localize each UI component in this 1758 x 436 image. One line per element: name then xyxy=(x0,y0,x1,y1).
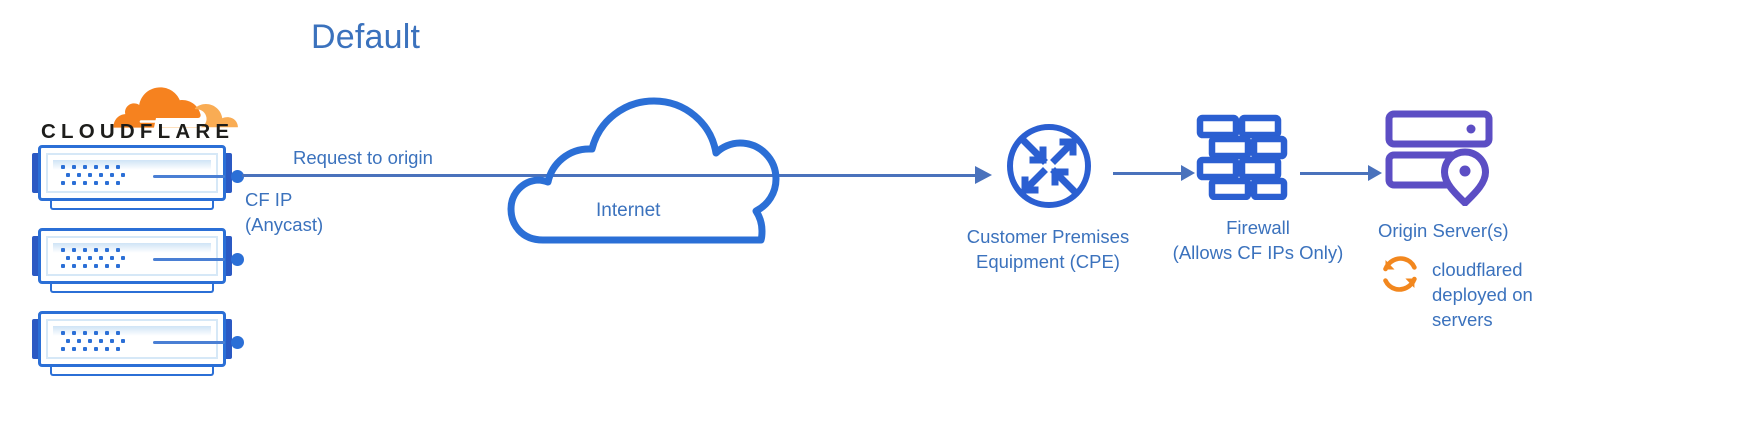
circular-arrows-sync-icon xyxy=(1383,256,1417,292)
cloud-icon xyxy=(507,97,780,244)
label-cf-ip-anycast: CF IP (Anycast) xyxy=(245,187,323,237)
arrow-right-icon xyxy=(975,166,992,184)
brick-wall-firewall-icon xyxy=(1196,114,1288,201)
label-cloudflared-line1: cloudflared xyxy=(1432,259,1523,280)
server-shade xyxy=(53,243,211,253)
server-led xyxy=(231,170,244,183)
rack-server-1 xyxy=(32,145,244,213)
origin-server-icon xyxy=(1385,110,1495,207)
arrow-right-icon xyxy=(1181,165,1195,181)
label-cf-ip-line2: (Anycast) xyxy=(245,214,324,235)
arrow-firewall-to-origin-line xyxy=(1300,172,1372,175)
label-cpe: Customer Premises Equipment (CPE) xyxy=(948,224,1148,274)
cloudflare-logo: CLOUDFLARE · xyxy=(38,84,238,146)
firewall-icon xyxy=(1196,114,1288,201)
server-base xyxy=(50,365,214,376)
request-path-line xyxy=(242,174,987,177)
label-cloudflared-line2: deployed on xyxy=(1432,284,1533,305)
server-shade xyxy=(53,160,211,170)
server-base xyxy=(50,199,214,210)
label-cpe-line1: Customer Premises xyxy=(966,226,1130,247)
label-internet: Internet xyxy=(596,200,661,221)
server-body xyxy=(38,228,244,284)
cloudflare-wordmark: CLOUDFLARE xyxy=(41,120,235,143)
server-location-pin-icon xyxy=(1385,110,1493,207)
server-vent-dots xyxy=(61,331,125,351)
server-body xyxy=(38,145,244,201)
server-faceplate xyxy=(46,153,218,193)
label-cpe-line2: Equipment (CPE) xyxy=(976,251,1120,272)
page-title: Default xyxy=(311,18,421,56)
internet-cloud xyxy=(505,85,790,245)
server-base xyxy=(50,282,214,293)
label-origin-server: Origin Server(s) xyxy=(1378,220,1509,241)
server-body xyxy=(38,311,244,367)
cloudflare-cloud-icon xyxy=(113,87,238,128)
label-cloudflared-note: cloudflared deployed on servers xyxy=(1432,257,1533,332)
router-four-arrows-icon xyxy=(1007,124,1091,208)
server-led xyxy=(231,336,244,349)
cloudflared-sync-icon xyxy=(1378,252,1422,296)
label-cloudflared-line3: servers xyxy=(1432,309,1493,330)
arrow-right-icon xyxy=(1368,165,1382,181)
server-shade xyxy=(53,326,211,336)
label-request-to-origin: Request to origin xyxy=(293,147,433,168)
label-firewall-line1: Firewall xyxy=(1226,217,1290,238)
label-cf-ip-line1: CF IP xyxy=(245,189,293,210)
server-indicator-line xyxy=(153,258,225,261)
cpe-router-icon xyxy=(1005,122,1093,210)
registered-mark: · xyxy=(224,120,227,130)
server-indicator-line xyxy=(153,175,225,178)
rack-server-3 xyxy=(32,311,244,379)
label-firewall-line2: (Allows CF IPs Only) xyxy=(1172,242,1344,263)
server-led xyxy=(231,253,244,266)
rack-server-2 xyxy=(32,228,244,296)
server-vent-dots xyxy=(61,165,125,185)
server-faceplate xyxy=(46,319,218,359)
arrow-cpe-to-firewall-line xyxy=(1113,172,1185,175)
server-faceplate xyxy=(46,236,218,276)
label-firewall: Firewall (Allows CF IPs Only) xyxy=(1158,215,1358,265)
server-vent-dots xyxy=(61,248,125,268)
server-indicator-line xyxy=(153,341,225,344)
